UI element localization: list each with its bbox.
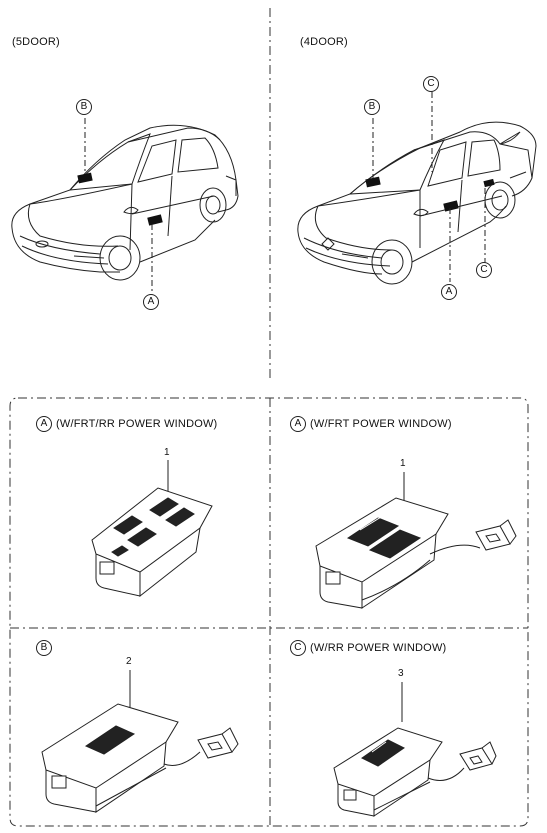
panel-bl-letter: B	[36, 640, 52, 656]
panel-frame	[9, 397, 529, 827]
panel-tl-title: A (W/FRT/RR POWER WINDOW)	[36, 416, 217, 432]
switch-master	[91, 460, 213, 598]
callout-b-4door: B	[364, 99, 380, 115]
part-number-tr: 1	[400, 458, 406, 469]
5door-label: (5DOOR)	[12, 36, 60, 48]
car4-switch-a	[443, 200, 459, 212]
panel-br-letter: C	[290, 640, 306, 656]
callout-c-4door: C	[476, 262, 492, 278]
car-5door	[11, 124, 239, 281]
panel-bl-title: B	[36, 640, 56, 656]
car-4door	[297, 121, 537, 285]
panel-tr-title: A (W/FRT POWER WINDOW)	[290, 416, 452, 432]
callout-a-4door: A	[441, 284, 457, 300]
car5-switch-a	[147, 214, 163, 226]
panel-br-text: (W/RR POWER WINDOW)	[310, 642, 447, 654]
callout-a-5door: A	[143, 294, 159, 310]
panel-tl-text: (W/FRT/RR POWER WINDOW)	[56, 418, 218, 430]
panel-br-title: C (W/RR POWER WINDOW)	[290, 640, 446, 656]
panel-tr-letter: A	[290, 416, 306, 432]
part-number-br: 3	[398, 668, 404, 679]
panel-tl-letter: A	[36, 416, 52, 432]
part-number-tl: 1	[164, 447, 170, 458]
4door-label: (4DOOR)	[300, 36, 348, 48]
callout-b-5door: B	[76, 99, 92, 115]
switch-b	[41, 670, 239, 813]
car4-switch-b	[365, 176, 381, 188]
callout-c-4door-top: C	[423, 76, 439, 92]
panel-tr-text: (W/FRT POWER WINDOW)	[310, 418, 452, 430]
car4-switch-c	[483, 178, 495, 188]
part-number-bl: 2	[126, 656, 132, 667]
car5-switch-b	[77, 172, 93, 184]
switch-c	[333, 682, 497, 817]
switch-front	[315, 472, 517, 609]
